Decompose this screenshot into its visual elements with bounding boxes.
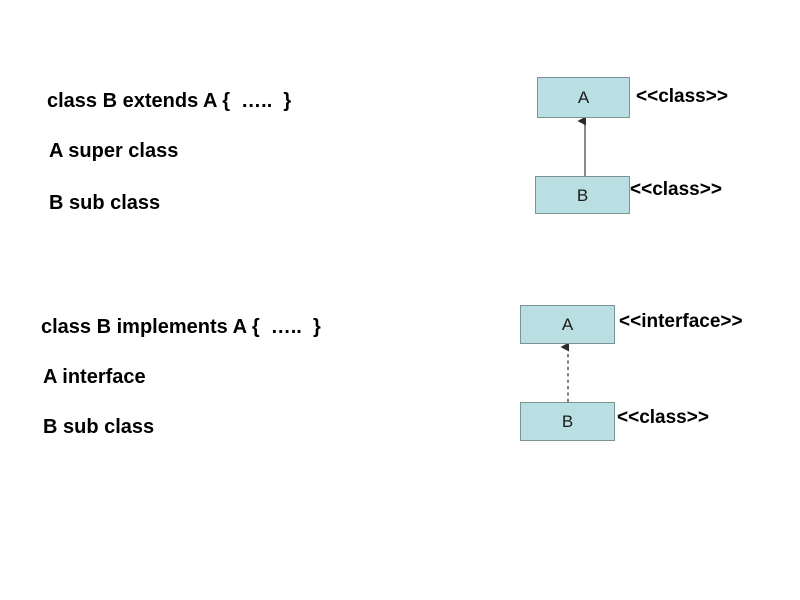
uml-class-box-sub-implements[interactable]: B: [520, 402, 615, 441]
uml-class-name: B: [561, 412, 574, 431]
implements-note-interface: A interface: [43, 366, 146, 388]
uml-class-box-super-extends[interactable]: A: [537, 77, 630, 118]
stereotype-label-super-implements: <<interface>>: [619, 311, 743, 332]
uml-interface-name: A: [561, 315, 574, 334]
stereotype-label-sub-implements: <<class>>: [617, 407, 709, 428]
stereotype-label-sub-extends: <<class>>: [630, 179, 722, 200]
extends-note-super-class: A super class: [49, 140, 179, 162]
uml-class-name: B: [576, 185, 589, 205]
extends-note-sub-class: B sub class: [49, 192, 161, 214]
uml-interface-box-super-implements[interactable]: A: [520, 305, 615, 344]
uml-class-box-sub-extends[interactable]: B: [535, 176, 630, 214]
implements-code-line: class B implements A { ….. }: [41, 316, 321, 338]
implements-note-sub-class: B sub class: [43, 416, 155, 438]
extends-code-line: class B extends A { ….. }: [47, 90, 292, 112]
stereotype-label-super-extends: <<class>>: [636, 86, 728, 107]
uml-class-name: A: [577, 88, 590, 107]
